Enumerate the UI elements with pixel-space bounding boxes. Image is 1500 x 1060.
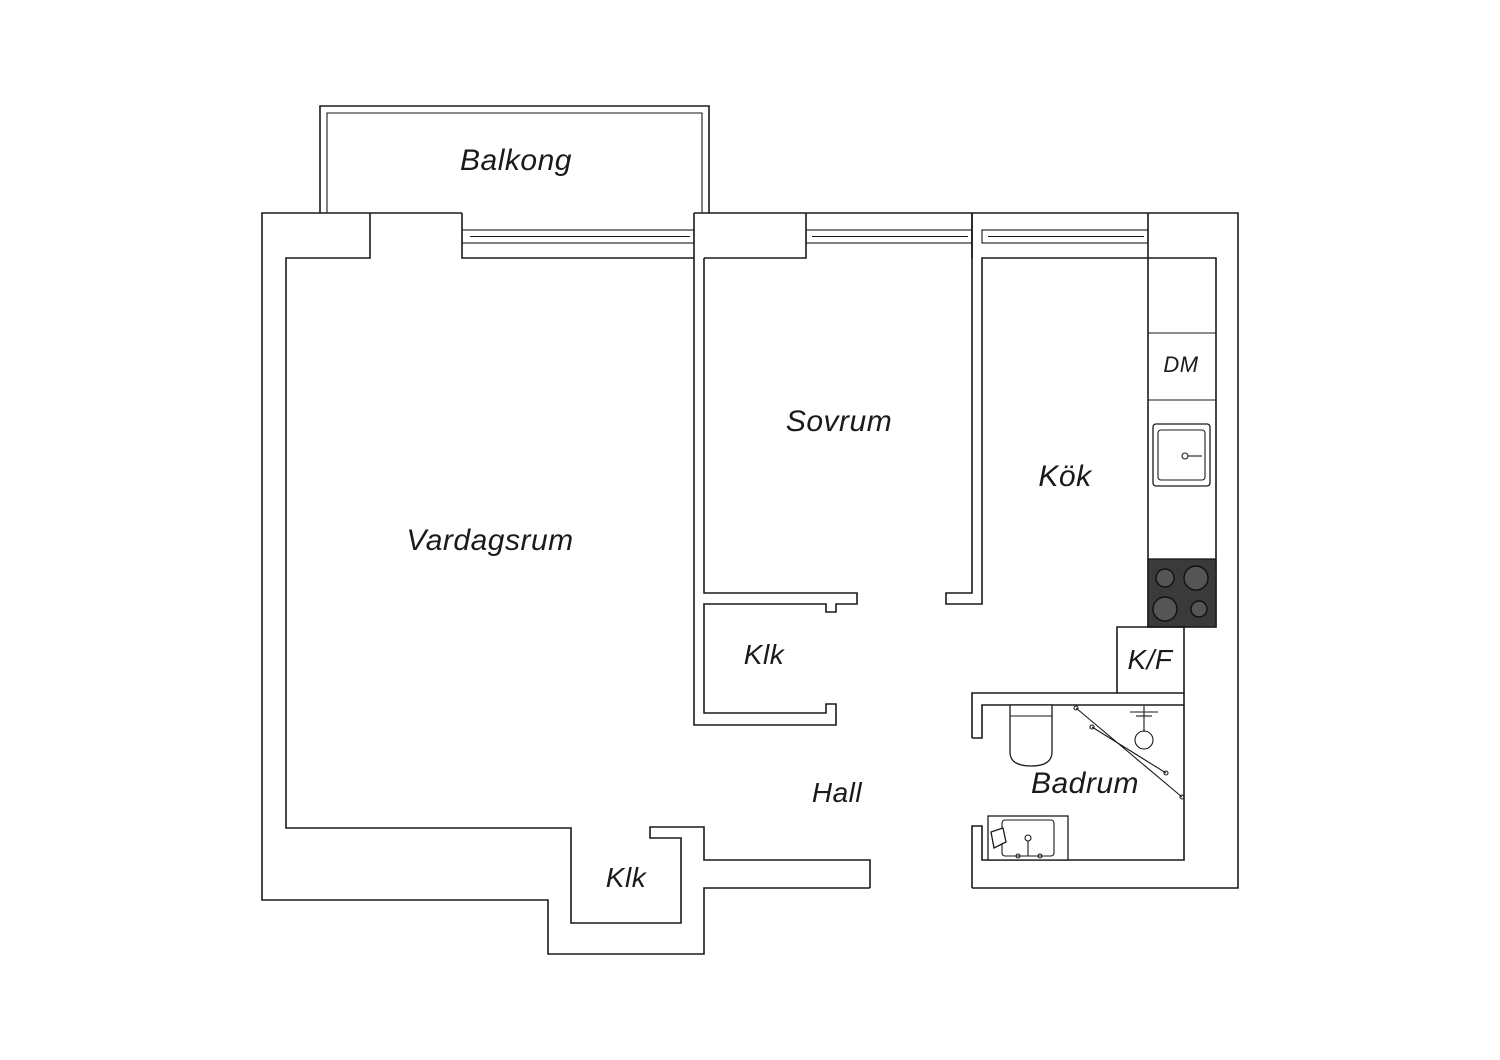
window-bedroom <box>704 213 973 259</box>
label-fridge-freezer: K/F <box>1127 644 1173 675</box>
balcony <box>319 105 710 213</box>
label-hall: Hall <box>811 777 863 808</box>
label-kitchen: Kök <box>1038 460 1092 493</box>
bathroom-sink-icon <box>987 815 1069 861</box>
label-closet-living: Klk <box>605 862 647 893</box>
hob-icon <box>1147 558 1217 628</box>
partition-living-bedroom <box>693 213 858 726</box>
inner-wall-living <box>285 213 871 924</box>
label-balcony: Balkong <box>460 144 572 177</box>
label-bedroom: Sovrum <box>785 405 893 438</box>
shower-icon <box>1073 705 1185 800</box>
label-living-room: Vardagsrum <box>406 524 574 557</box>
toilet-icon <box>1009 704 1053 767</box>
fridge-freezer <box>1116 626 1185 693</box>
label-dishwasher: DM <box>1163 352 1199 377</box>
kitchen-sink-icon <box>1152 423 1211 487</box>
window-living <box>461 229 695 244</box>
label-bathroom: Badrum <box>1030 767 1140 800</box>
label-closet-bedroom: Klk <box>743 639 785 670</box>
outer-wall <box>261 212 1239 955</box>
partition-bedroom-kitchen <box>945 213 1148 605</box>
bathroom-walls <box>971 692 1185 888</box>
window-kitchen <box>806 212 1149 244</box>
